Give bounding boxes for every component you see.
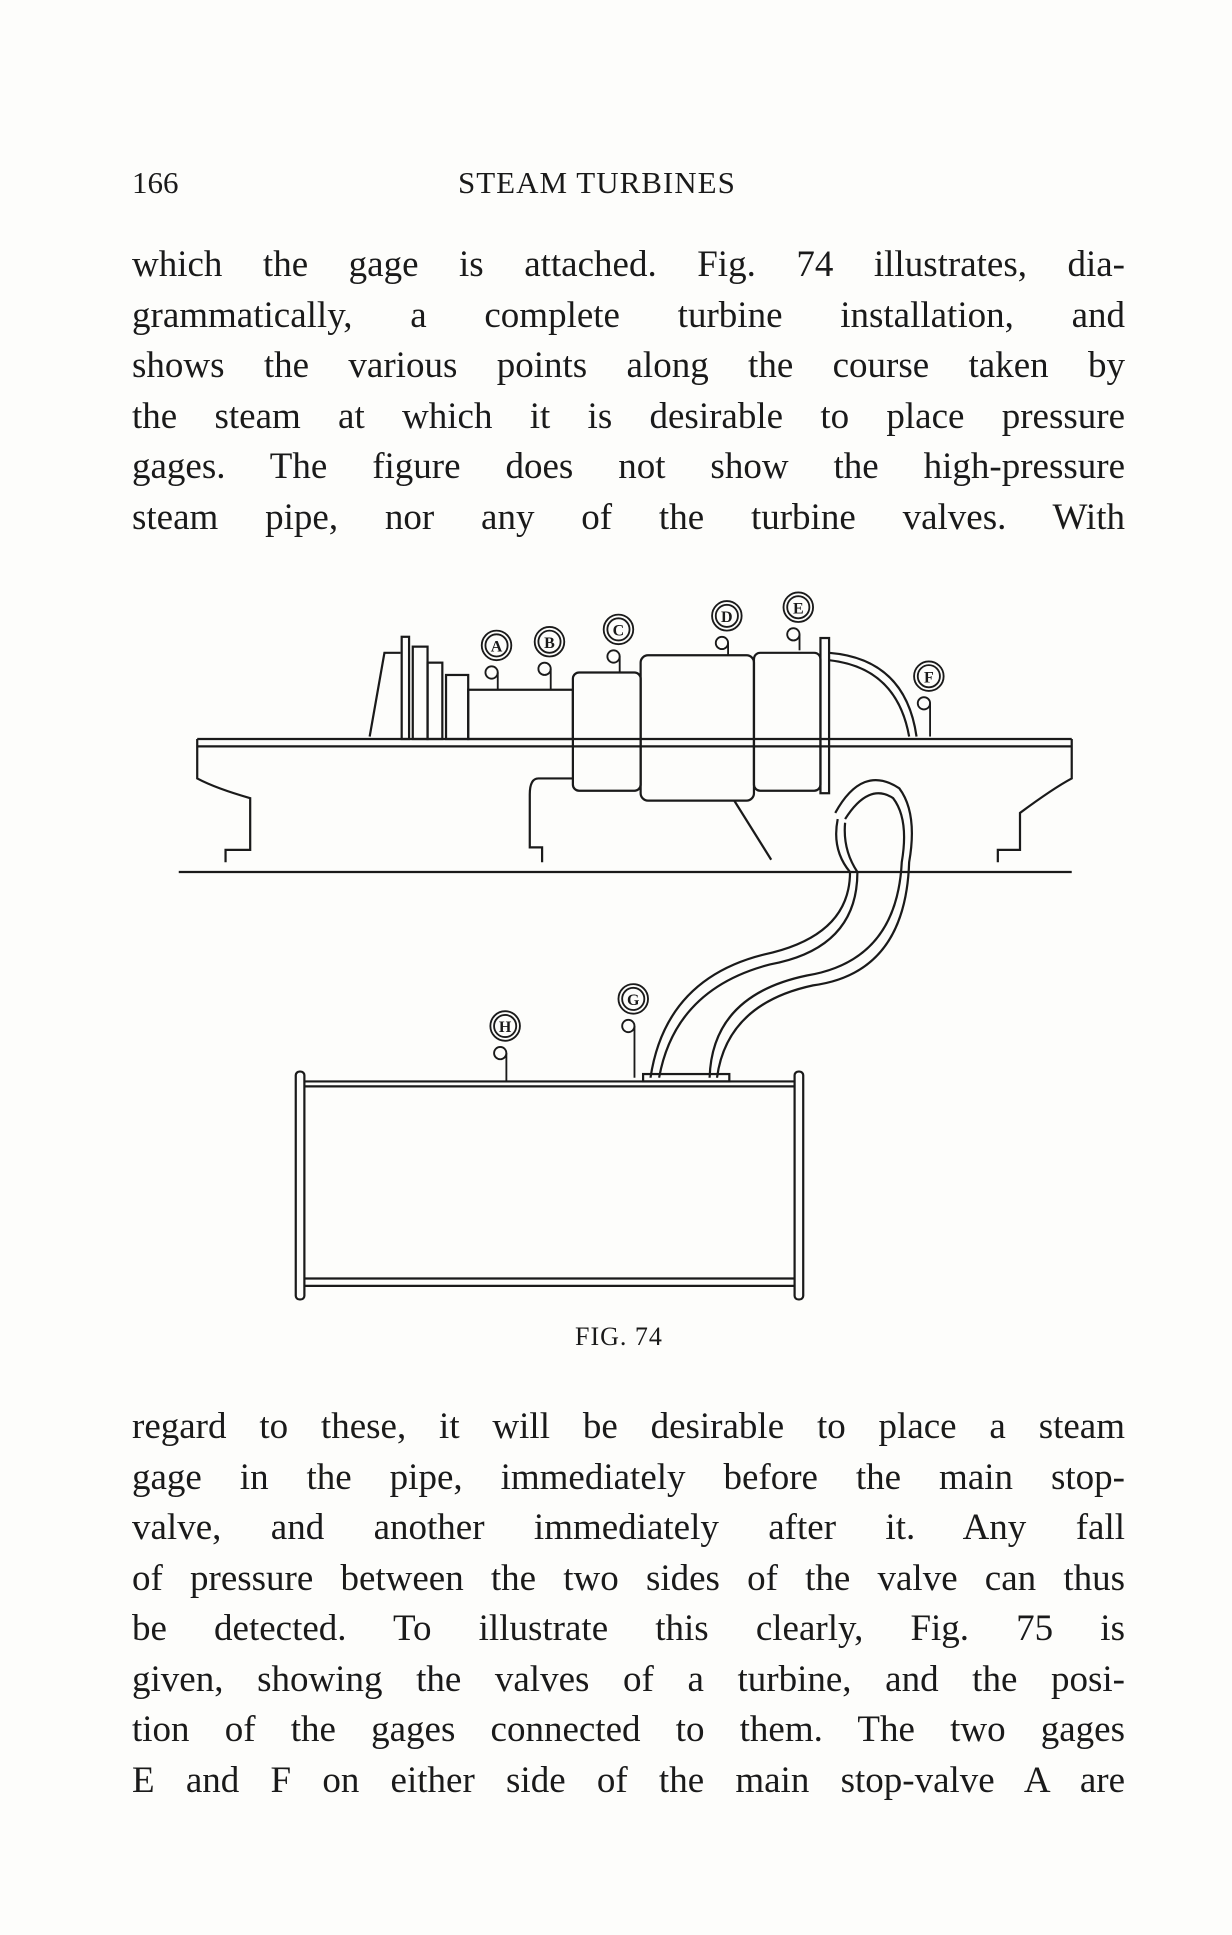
text-line: grammatically, a complete turbine instal… bbox=[132, 294, 1125, 336]
gage-e: E bbox=[782, 591, 814, 651]
pressure-gages: A B C D E F G H bbox=[480, 591, 945, 1082]
gage-label: F bbox=[924, 669, 934, 686]
text-line: be detected. To illustrate this clearly,… bbox=[132, 1608, 1125, 1649]
text-line: regard to these, it will be desirable to… bbox=[132, 1406, 1125, 1447]
text-line: gages. The figure does not show the high… bbox=[132, 446, 1125, 487]
gage-label: E bbox=[793, 600, 804, 617]
gage-g: G bbox=[617, 983, 649, 1078]
text-line: gage in the pipe, immediately before the… bbox=[132, 1456, 1125, 1498]
gage-label: C bbox=[613, 623, 625, 640]
bedplate bbox=[178, 737, 1073, 874]
page-number: 166 bbox=[132, 165, 179, 200]
gage-label: H bbox=[499, 1019, 512, 1036]
gage-h: H bbox=[489, 1010, 521, 1082]
text-line: of pressure between the two sides of the… bbox=[132, 1557, 1125, 1599]
gage-c: C bbox=[602, 613, 635, 673]
text-line: the steam at which it is desirable to pl… bbox=[132, 395, 1125, 437]
running-title: STEAM TURBINES bbox=[458, 165, 736, 200]
gage-label: A bbox=[491, 639, 503, 656]
text-line: given, showing the valves of a turbine, … bbox=[132, 1658, 1125, 1700]
text-line: which the gage is attached. Fig. 74 illu… bbox=[132, 244, 1125, 285]
text-line: tion of the gages connected to them. The… bbox=[132, 1709, 1125, 1750]
condenser bbox=[294, 1070, 805, 1301]
gage-f: F bbox=[913, 660, 945, 737]
gage-label: D bbox=[721, 609, 733, 626]
turbine-casing bbox=[368, 635, 918, 861]
gage-d: D bbox=[711, 600, 743, 656]
text-line: steam pipe, nor any of the turbine valve… bbox=[132, 496, 1125, 538]
gage-label: B bbox=[544, 635, 555, 652]
exhaust-pipe bbox=[649, 779, 913, 1078]
gage-label: G bbox=[627, 992, 640, 1009]
text-line: shows the various points along the cours… bbox=[132, 345, 1125, 386]
text-line: E and F on either side of the main stop-… bbox=[132, 1759, 1125, 1801]
figure-caption: FIG. 74 bbox=[575, 1322, 663, 1351]
text-line: valve, and another immediately after it.… bbox=[132, 1507, 1125, 1548]
gage-a: A bbox=[480, 629, 513, 690]
gage-b: B bbox=[533, 626, 566, 690]
